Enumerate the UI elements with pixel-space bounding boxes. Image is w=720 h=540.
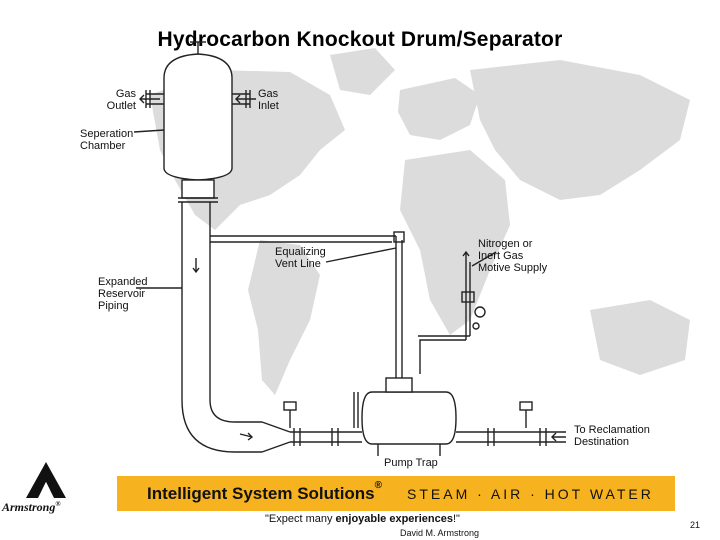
footer-quote: "Expect many enjoyable experiences!" [265, 513, 460, 525]
reclamation-destination-label: To Reclamation Destination [574, 424, 650, 448]
map-africa [400, 150, 510, 335]
armstrong-logo-mark [26, 462, 66, 498]
separation-chamber-label: Seperation Chamber [80, 128, 134, 152]
pump-trap-label: Pump Trap [384, 457, 438, 469]
gas-inlet-arrow [235, 94, 256, 104]
inlet-pipe-to-trap [283, 392, 362, 446]
armstrong-logo-text: Armstrong® [2, 500, 61, 514]
footer-author: David M. Armstrong [400, 528, 480, 538]
banner-title: Intelligent System Solutions® [147, 480, 383, 503]
pump-trap-vessel [361, 377, 457, 456]
footer-banner: Intelligent System Solutions® STEAM · AI… [117, 476, 675, 511]
outlet-pipe-to-reclamation [456, 401, 566, 446]
page-title: Hydrocarbon Knockout Drum/Separator [157, 28, 563, 51]
map-asia [470, 60, 690, 200]
separation-chamber-vessel [163, 41, 233, 181]
motive-supply-line [418, 250, 486, 374]
map-australia [590, 300, 690, 375]
page-number: 21 [690, 520, 701, 530]
nitrogen-supply-label: Nitrogen or Inert Gas Motive Supply [478, 238, 548, 274]
equalizing-vent-line-label: Equalizing Vent Line [275, 246, 326, 270]
map-greenland [330, 48, 395, 95]
gas-outlet-label: Gas Outlet [106, 88, 136, 112]
map-europe [398, 78, 480, 140]
expanded-reservoir-pipe [181, 202, 291, 453]
banner-tagline: STEAM · AIR · HOT WATER [407, 486, 654, 502]
map-south-america [248, 240, 320, 395]
gas-inlet-label: Gas Inlet [258, 88, 279, 112]
expanded-reservoir-piping-label: Expanded Reservoir Piping [98, 276, 148, 312]
gas-outlet-arrow [139, 94, 160, 104]
equalizing-vent-line [210, 231, 405, 378]
